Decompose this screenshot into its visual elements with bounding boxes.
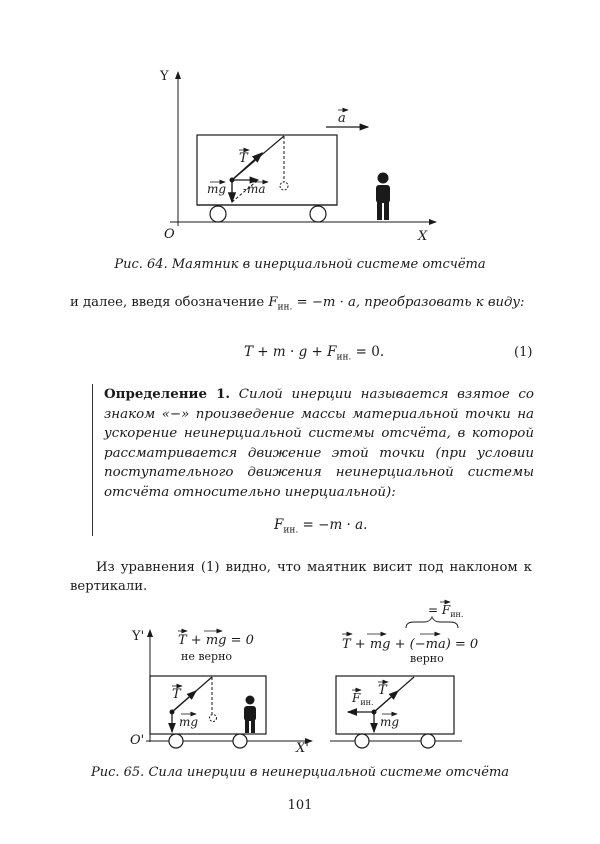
fig65-caption: Рис. 65. Сила инерции в неинерциальной с… [90, 765, 510, 780]
fig65-left-tension [171, 690, 197, 713]
fig65-right-cart [335, 675, 455, 735]
fig64-x-label: X [417, 229, 428, 244]
fig64-dashed-diagonal [231, 179, 259, 203]
fig65-inertia-label: Fин. [351, 691, 374, 707]
page-number: 101 [287, 798, 313, 813]
fig65-person-icon [244, 695, 256, 733]
definition-formula: Fин. = −m · a. [274, 517, 368, 536]
fig65-x-label: X' [295, 741, 309, 756]
fig64-wheel-right [309, 205, 327, 223]
fig65-right-tension [373, 690, 399, 713]
definition-bar [92, 384, 93, 536]
fig65-left-note: не верно [181, 650, 232, 663]
fig64-origin-label: O [164, 227, 175, 242]
fig64-tension-label: T [239, 151, 249, 166]
fig65-left-wheel-1 [168, 733, 184, 749]
fig64-accel-label: a [338, 111, 346, 126]
fig65-right-t-label: T [378, 683, 388, 698]
fig64-ma-label: -ma [243, 182, 266, 196]
figure-65: Y' X' O' T mg T + mg = 0 не верно T mg F… [130, 599, 478, 756]
fig65-brace [405, 615, 459, 629]
equation-1: T + m · g + Fин. = 0. [244, 344, 385, 363]
definition-block: Определение 1. Силой инерции называется … [104, 385, 534, 502]
fig64-person-icon [376, 172, 390, 220]
intro-paragraph: и далее, введя обозначение Fин. = −m · a… [70, 295, 525, 313]
fig64-tension-arrow [231, 152, 264, 181]
fig65-left-wheel-2 [232, 733, 248, 749]
fig65-right-mg-label: mg [380, 715, 399, 729]
figure-64: Y X O T mg -ma a [159, 69, 437, 244]
fig65-origin-label: O' [130, 733, 144, 748]
fig64-caption: Рис. 64. Маятник в инерциальной системе … [114, 257, 486, 272]
conclusion-paragraph: Из уравнения (1) видно, что маятник виси… [70, 560, 532, 594]
equation-1-number: (1) [514, 345, 533, 360]
fig65-right-top: = Fин. [428, 603, 463, 619]
fig64-ghost-bob [279, 181, 289, 191]
fig64-wheel-left [209, 205, 227, 223]
fig65-right-wheel-2 [420, 733, 436, 749]
definition-label: Определение 1. [104, 386, 231, 402]
fig65-left-ghost-bob [209, 714, 217, 722]
fig64-weight-label: mg [207, 182, 226, 196]
fig65-right-equation: T + mg + (−ma) = 0 [342, 637, 478, 652]
fig65-left-cart [149, 675, 267, 735]
fig65-right-wheel-1 [354, 733, 370, 749]
definition-text: Силой инерции называется взятое со знако… [104, 387, 534, 500]
fig65-left-equation: T + mg = 0 [178, 633, 254, 648]
fig65-left-t-label: T [172, 687, 182, 702]
fig65-left-mg-label: mg [179, 715, 198, 729]
intro-formula: Fин. [268, 295, 293, 313]
fig64-y-label: Y [159, 69, 169, 84]
fig65-right-note: верно [410, 652, 444, 665]
fig65-y-label: Y' [131, 629, 144, 644]
